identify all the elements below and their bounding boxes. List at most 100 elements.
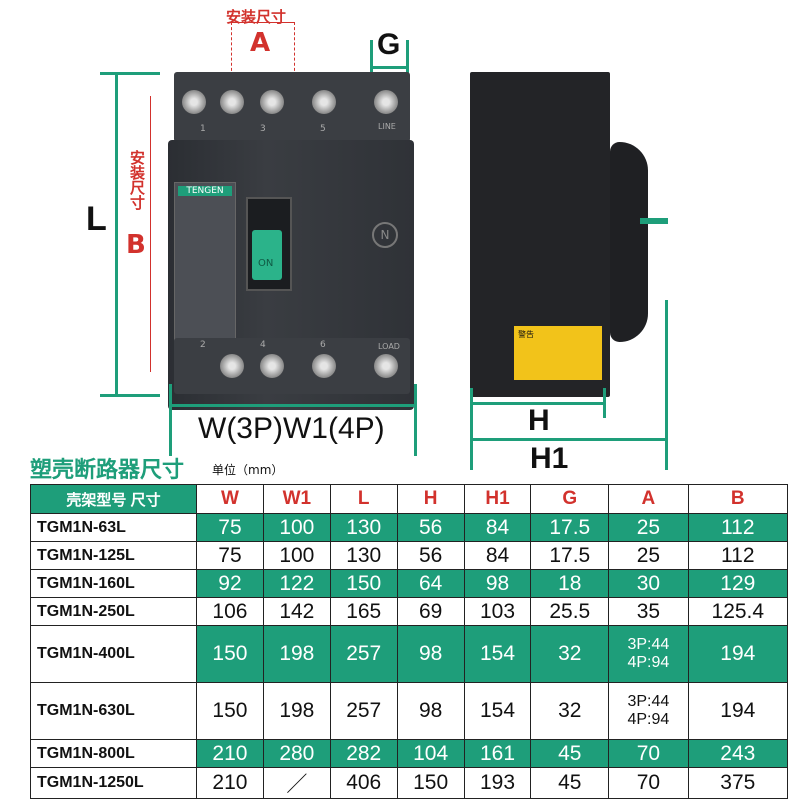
value-cell-w: 210 xyxy=(196,739,264,768)
dimension-g-label: G xyxy=(377,28,401,61)
model-cell: TGM1N-1250L xyxy=(30,767,197,799)
value-cell-g: 17.5 xyxy=(530,513,610,542)
value-cell-h: 56 xyxy=(396,513,465,542)
dimension-w-right-tick xyxy=(414,384,417,456)
table-unit: 单位（mm） xyxy=(212,463,284,477)
pole-label: 6 xyxy=(320,340,326,350)
terminal-icon xyxy=(374,90,398,114)
value-line: 3P:44 xyxy=(627,693,670,710)
dimension-h-right-tick xyxy=(603,388,606,418)
value-cell-w1: 198 xyxy=(262,682,331,740)
warning-label: 警告 xyxy=(514,326,602,380)
model-cell: TGM1N-63L xyxy=(30,513,197,542)
value-cell-h1: 193 xyxy=(463,767,532,799)
value-cell-w: 92 xyxy=(196,569,264,598)
value-cell-h1: 161 xyxy=(463,739,532,768)
pole-label: 4 xyxy=(260,340,266,350)
terminal-icon xyxy=(182,90,206,114)
value-cell-h: 64 xyxy=(396,569,465,598)
value-cell-h1: 154 xyxy=(463,682,532,740)
value-cell-h: 98 xyxy=(396,682,465,740)
header-l: L xyxy=(329,484,398,514)
pole-label: 5 xyxy=(320,124,326,134)
bottom-terminal-block xyxy=(174,338,410,394)
value-cell-w: 150 xyxy=(196,625,264,683)
value-cell-w: 106 xyxy=(196,597,264,626)
width-label: W(3P)W1(4P) xyxy=(198,412,385,445)
value-cell-b: 375 xyxy=(687,767,789,799)
value-cell-w: 75 xyxy=(196,541,264,570)
value-cell-g: 17.5 xyxy=(530,541,610,570)
value-cell-a: 35 xyxy=(608,597,689,626)
terminal-icon xyxy=(260,354,284,378)
pole-label: 3 xyxy=(260,124,266,134)
value-cell-b: 112 xyxy=(687,541,789,570)
dimension-g-line xyxy=(371,66,407,69)
value-cell-g: 32 xyxy=(530,625,610,683)
value-cell-g: 25.5 xyxy=(530,597,610,626)
header-a: A xyxy=(608,484,689,514)
neutral-marking: N xyxy=(372,222,398,248)
value-cell-a: 25 xyxy=(608,541,689,570)
value-line: 4P:94 xyxy=(627,711,670,728)
header-g: G xyxy=(530,484,610,514)
dimension-a-label: A xyxy=(250,28,271,58)
value-cell-l: 130 xyxy=(329,541,398,570)
value-cell-a: 70 xyxy=(608,739,689,768)
value-cell-h: 56 xyxy=(396,541,465,570)
table-header-row: 壳架型号 尺寸 W W1 L H H1 G A B xyxy=(30,484,789,514)
value-cell-w1: 142 xyxy=(262,597,331,626)
value-cell-h1: 84 xyxy=(463,513,532,542)
value-cell-w1: 198 xyxy=(262,625,331,683)
model-cell: TGM1N-400L xyxy=(30,625,197,683)
value-cell-b: 112 xyxy=(687,513,789,542)
value-cell-b: 129 xyxy=(687,569,789,598)
model-cell: TGM1N-630L xyxy=(30,682,197,740)
side-handle-tip xyxy=(640,218,668,224)
value-cell-g: 32 xyxy=(530,682,610,740)
value-cell-l: 150 xyxy=(329,569,398,598)
value-cell-w1: 122 xyxy=(262,569,331,598)
value-cell-h1: 154 xyxy=(463,625,532,683)
value-cell-b: 194 xyxy=(687,682,789,740)
value-cell-b: 125.4 xyxy=(687,597,789,626)
breaker-front-view: 1 3 5 LINE TENGEN ON N 2 4 6 LOAD xyxy=(160,72,422,410)
dimension-h-label: H xyxy=(528,404,550,437)
nameplate: TENGEN xyxy=(174,182,236,364)
terminal-icon xyxy=(220,90,244,114)
value-cell-g: 45 xyxy=(530,739,610,768)
dimension-g-left-tick xyxy=(370,40,373,90)
dimension-w-left-tick xyxy=(169,384,172,456)
value-cell-h: 98 xyxy=(396,625,465,683)
pole-label: 1 xyxy=(200,124,206,134)
value-cell-w1: ／ xyxy=(262,767,331,799)
terminal-icon xyxy=(312,90,336,114)
model-cell: TGM1N-125L xyxy=(30,541,197,570)
header-h1: H1 xyxy=(463,484,532,514)
value-line: 4P:94 xyxy=(627,654,670,671)
pole-label: 2 xyxy=(200,340,206,350)
value-cell-w1: 100 xyxy=(262,541,331,570)
dimension-l-top-tick xyxy=(100,72,160,75)
value-cell-l: 130 xyxy=(329,513,398,542)
table-title: 塑壳断路器尺寸 xyxy=(30,458,185,483)
value-cell-b: 194 xyxy=(687,625,789,683)
value-cell-h: 104 xyxy=(396,739,465,768)
install-size-top-label: 安装尺寸 xyxy=(226,8,287,26)
dimension-h1-right-tick xyxy=(665,300,668,470)
value-cell-l: 406 xyxy=(329,767,398,799)
value-cell-g: 45 xyxy=(530,767,610,799)
dimension-h1-line xyxy=(471,438,667,441)
value-cell-a: 30 xyxy=(608,569,689,598)
dimension-w-line xyxy=(170,404,416,407)
